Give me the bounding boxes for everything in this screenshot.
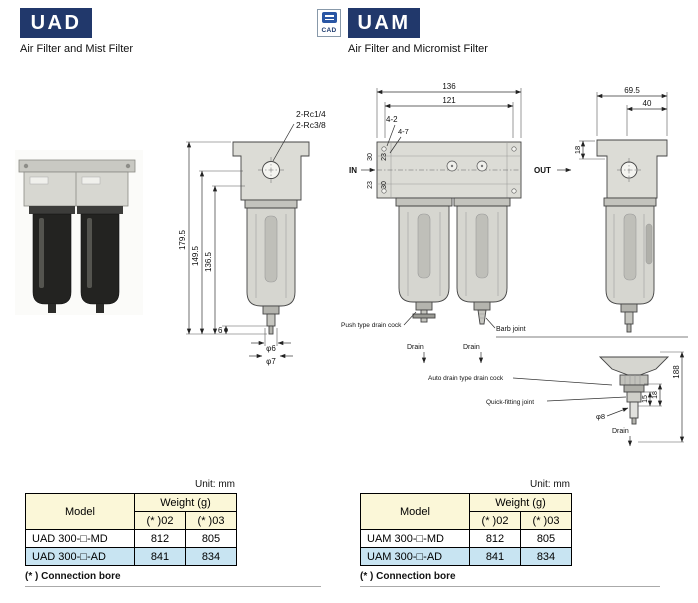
model-header: Model: [360, 493, 470, 530]
model-header: Model: [25, 493, 135, 530]
dim-15: 15: [642, 395, 649, 403]
table-row: UAM 300-□-MD 812 805: [360, 529, 572, 548]
model-cell: UAM 300-□-MD: [360, 529, 470, 548]
cad-label: CAD: [321, 27, 337, 34]
section-divider: [360, 586, 660, 587]
cad-download-icon[interactable]: CAD: [317, 9, 341, 37]
uad-weight-table-block: Unit: mm Model Weight (g) (* )02 (* )03 …: [25, 479, 237, 582]
dim-136: 136: [442, 82, 456, 91]
thread-label-2: 2-Rc3/8: [296, 120, 326, 130]
drain-label-1: Drain: [407, 344, 424, 351]
uam-side-view-drawing: 69.5 40 18: [573, 86, 668, 333]
dim-23-a: 23: [367, 181, 374, 189]
weight-cell: 805: [520, 529, 572, 548]
barb-joint-label: Barb joint: [496, 326, 526, 333]
thread-label-1: 2-Rc1/4: [296, 109, 326, 119]
dim-23-b: 23: [381, 153, 388, 161]
model-cell: UAD 300-□-MD: [25, 529, 135, 548]
dim-18-side: 18: [573, 146, 582, 154]
dia-8: φ8: [596, 412, 605, 421]
dim-40: 40: [643, 99, 652, 108]
col-03-header: (* )03: [520, 511, 572, 530]
auto-drain-label: Auto drain type drain cock: [428, 375, 504, 382]
uad-series-badge: UAD: [20, 8, 92, 38]
uam-series-badge: UAM: [348, 8, 420, 38]
dia-7: φ7: [266, 357, 276, 366]
unit-note: Unit: mm: [195, 479, 235, 490]
weight-cell: 805: [185, 529, 237, 548]
weight-cell: 812: [134, 529, 186, 548]
uad-subtitle: Air Filter and Mist Filter: [20, 43, 134, 55]
uam-subtitle: Air Filter and Micromist Filter: [348, 43, 488, 55]
weight-cell: 834: [520, 547, 572, 566]
dim-188: 188: [672, 365, 681, 379]
model-cell: UAD 300-□-AD: [25, 547, 135, 566]
unit-note: Unit: mm: [530, 479, 570, 490]
weight-header: Weight (g): [134, 493, 237, 512]
dim-69-5: 69.5: [624, 86, 640, 95]
col-02-header: (* )02: [134, 511, 186, 530]
holes-label-side: 4-7: [398, 127, 409, 136]
section-divider: [25, 586, 321, 587]
table-subheader-row: (* )02 (* )03: [26, 511, 237, 530]
dim-6: 6: [218, 326, 223, 335]
uam-weight-table-block: Unit: mm Model Weight (g) (* )02 (* )03 …: [360, 479, 572, 582]
auto-drain-detail-drawing: Auto drain type drain cock Quick-fitting…: [428, 351, 685, 447]
col-03-header: (* )03: [185, 511, 237, 530]
dim-30-b: 30: [381, 181, 388, 189]
uam-front-view-drawing: 136 121 4-2 4-7 30 23 23 30 IN OUT: [341, 82, 688, 364]
uad-weight-table: Model Weight (g) (* )02 (* )03 UAD 300-□…: [25, 493, 237, 566]
table-row: UAD 300-□-AD 841 834: [25, 547, 237, 566]
col-02-header: (* )02: [469, 511, 521, 530]
table-row: UAM 300-□-AD 841 834: [360, 547, 572, 566]
model-cell: UAM 300-□-AD: [360, 547, 470, 566]
drain-label-2: Drain: [463, 344, 480, 351]
uam-weight-table: Model Weight (g) (* )02 (* )03 UAM 300-□…: [360, 493, 572, 566]
in-label: IN: [349, 166, 357, 175]
dim-18-detail: 18: [652, 391, 659, 399]
connection-bore-note: (* ) Connection bore: [25, 571, 121, 582]
connection-bore-note: (* ) Connection bore: [360, 571, 456, 582]
dia-6: φ6: [266, 344, 276, 353]
weight-cell: 841: [469, 547, 521, 566]
weight-cell: 812: [469, 529, 521, 548]
table-header-row: Model Weight (g): [25, 493, 237, 530]
table-header-row: Model Weight (g): [360, 493, 572, 530]
cad-file-icon: [321, 12, 337, 23]
weight-header: Weight (g): [469, 493, 572, 512]
holes-label-top: 4-2: [386, 115, 398, 124]
quick-fitting-label: Quick-fitting joint: [486, 399, 534, 406]
dim-30-a: 30: [367, 153, 374, 161]
dim-121: 121: [442, 96, 456, 105]
weight-cell: 841: [134, 547, 186, 566]
product-photo: [15, 150, 143, 315]
dim-179-5: 179.5: [178, 229, 187, 250]
table-row: UAD 300-□-MD 812 805: [25, 529, 237, 548]
uad-side-view-drawing: 2-Rc1/4 2-Rc3/8 179.5 149.5 136.5 6 φ6 φ…: [178, 109, 326, 366]
dim-149-5: 149.5: [191, 245, 200, 266]
dim-136-5: 136.5: [204, 251, 213, 272]
weight-cell: 834: [185, 547, 237, 566]
push-drain-label: Push type drain cock: [341, 322, 402, 329]
drain-label-3: Drain: [612, 428, 629, 435]
out-label: OUT: [534, 166, 551, 175]
